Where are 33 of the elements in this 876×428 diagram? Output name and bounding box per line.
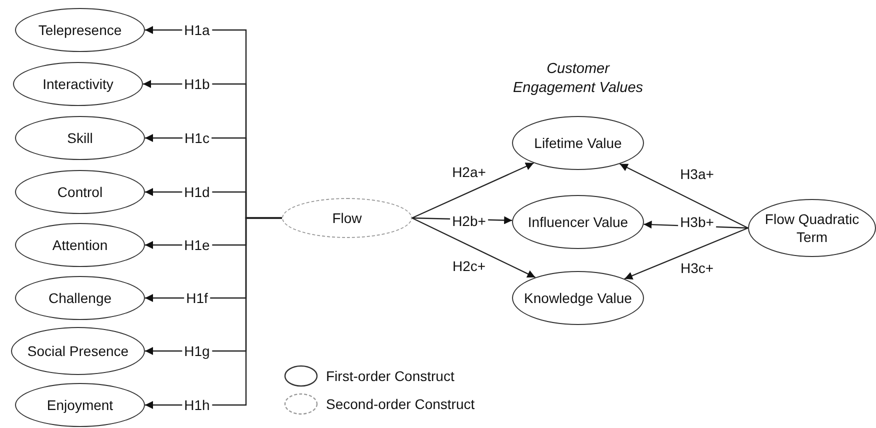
construct-name: Flow Quadratic Term [764,210,860,246]
edge-label: H3a+ [678,166,716,182]
edge-label: H3b+ [678,214,716,230]
construct-name: Knowledge Value [524,289,632,307]
construct-name: Control [57,183,103,201]
arrow [620,163,748,229]
construct-name: Enjoyment [46,396,114,414]
construct-name: Flow [332,209,362,227]
construct-name: Challenge [48,289,112,307]
edge-label: H2a+ [450,164,488,180]
legend-label: Second-order Construct [326,396,475,412]
construct-name: Interactivity [42,75,114,93]
construct-name: Telepresence [38,21,122,39]
edge-label: H1a [182,22,212,38]
construct-name: Attention [52,236,108,254]
edge-label: H2b+ [450,213,488,229]
edge-label: H1d [182,184,212,200]
edge-label: H1b [182,76,212,92]
arrow [412,162,534,219]
construct-name: Social Presence [27,342,129,360]
arrow [412,217,536,278]
arrow [145,217,282,409]
edge-label: H1f [184,290,210,306]
legend-label: First-order Construct [326,368,454,384]
edge-label: H1c [182,130,212,146]
edge-label: H1e [182,237,212,253]
construct-name: Lifetime Value [534,134,622,152]
group-heading: Customer Engagement Values [512,60,644,98]
construct-name: Skill [67,129,93,147]
arrow [624,227,748,280]
edge-label: H1g [182,343,212,359]
edge-label: H1h [182,397,212,413]
construct-name: Influencer Value [528,213,628,231]
